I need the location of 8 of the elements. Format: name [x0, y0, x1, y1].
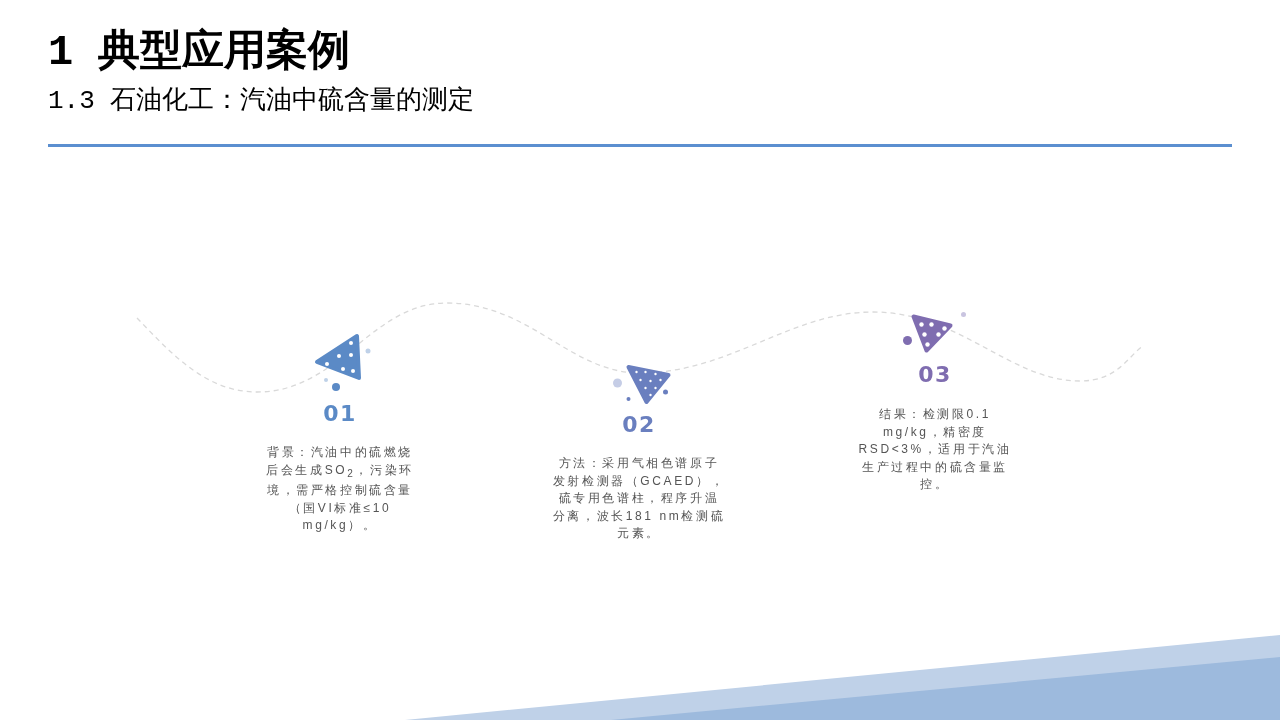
subtitle: 1.3 石油化工：汽油中硫含量的测定: [48, 85, 475, 117]
step-number: 01: [323, 401, 357, 427]
step-description: 方法：采用气相色谱原子发射检测器（GCAED），硫专用色谱柱，程序升温分离，波长181 nm检测硫元素。: [552, 455, 726, 542]
step-description: 背景：汽油中的硫燃烧后会生成SO$_{2}$，污染环境，需严格控制硫含量（国VI标准≤10 mg/kg）。: [265, 444, 415, 535]
page-title: 1 典型应用案例: [48, 28, 351, 78]
step-description: 结果：检测限0.1 mg/kg，精密度RSD<3%，适用于汽油生产过程中的硫含量监控。: [857, 406, 1013, 493]
step-number: 02: [622, 412, 656, 438]
step-number: 03: [918, 362, 952, 388]
